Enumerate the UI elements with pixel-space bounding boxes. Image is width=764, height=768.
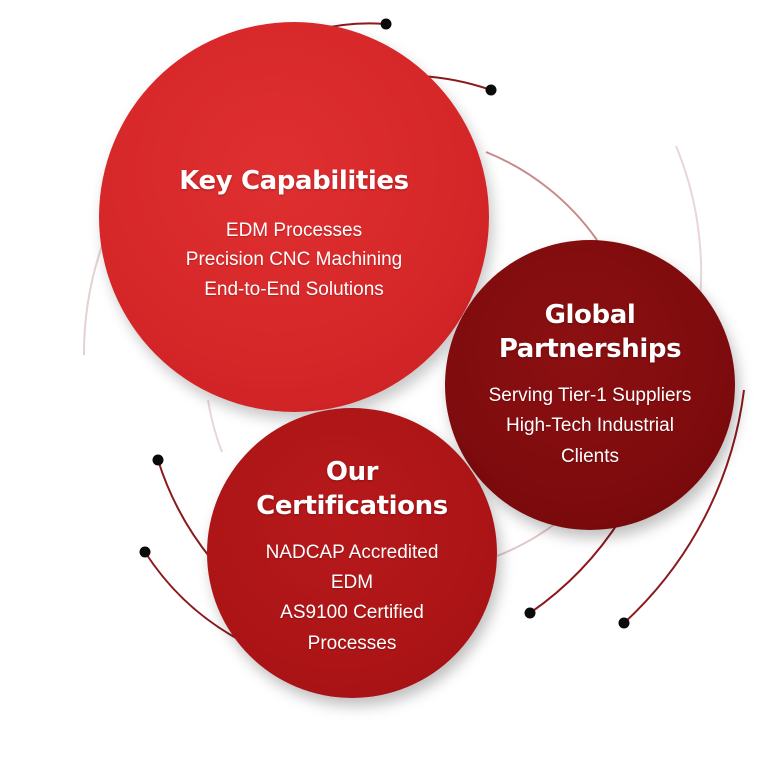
key-capabilities-circle: Key Capabilities EDM Processes Precision… [99,22,489,412]
arc-medium-center [485,151,598,241]
our-certifications-list: NADCAP Accredited EDM AS9100 Certified P… [266,538,439,660]
key-capabilities-item: End-to-End Solutions [204,278,384,300]
our-certifications-title: Our Certifications [256,455,448,524]
dot-left-lower [139,546,151,558]
key-capabilities-item: Precision CNC Machining [185,249,403,271]
our-certifications-circle: Our Certifications NADCAP Accredited EDM… [207,408,497,698]
our-certifications-item: EDM [330,571,374,593]
our-certifications-item: AS9100 Certified [280,602,424,624]
global-partnerships-item: High-Tech Industrial [506,415,674,437]
dot-right-outer [618,617,630,629]
global-partnerships-title: Global Partnerships [498,298,682,367]
key-capabilities-title: Key Capabilities [179,165,409,196]
our-certifications-title-line2: Certifications [256,491,448,522]
dot-top-2 [485,84,497,96]
arc-right-outer [623,389,745,624]
dot-top-1 [380,18,392,30]
dot-left-upper [152,454,164,466]
our-certifications-item: Processes [307,632,397,654]
our-certifications-item: NADCAP Accredited [265,541,439,563]
global-partnerships-item: Clients [560,445,620,467]
key-capabilities-list: EDM Processes Precision CNC Machining En… [186,216,402,304]
our-certifications-title-line1: Our [325,456,379,487]
dot-right-inner [524,607,536,619]
global-partnerships-title-line2: Partnerships [498,334,682,365]
key-capabilities-item: EDM Processes [225,220,363,241]
global-partnerships-item: Serving Tier-1 Suppliers [488,384,692,406]
arc-left-lower [144,551,237,639]
arc-faint-inner-left [207,399,223,453]
global-partnerships-title-line1: Global [544,300,636,331]
arc-light-left [82,242,104,356]
arc-light-right [675,145,703,301]
global-partnerships-list: Serving Tier-1 Suppliers High-Tech Indus… [489,381,692,472]
arc-faint-lower [496,519,561,557]
global-partnerships-circle: Global Partnerships Serving Tier-1 Suppl… [445,240,735,530]
arc-left-upper [157,459,213,561]
